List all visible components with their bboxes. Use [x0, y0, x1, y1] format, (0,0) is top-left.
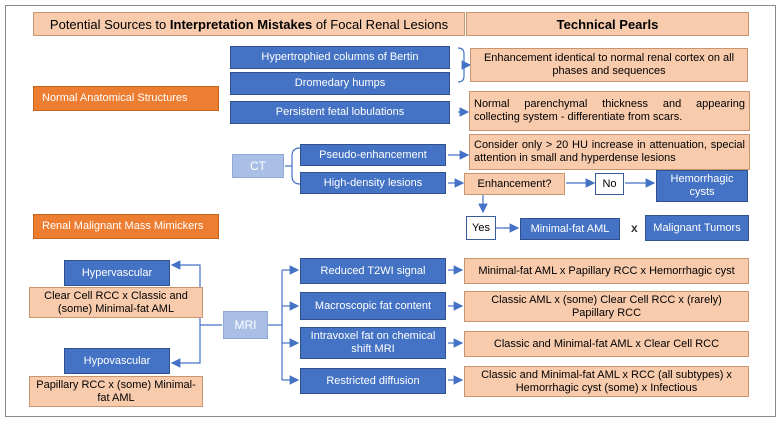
brace-bertin — [457, 47, 465, 83]
pearl-hu: Consider only > 20 HU increase in attenu… — [469, 134, 750, 170]
ct-malignant: Malignant Tumors — [645, 215, 749, 241]
mri-hyper-result: Clear Cell RCC x Classic and (some) Mini… — [29, 287, 203, 318]
ct-minimal-fat: Minimal-fat AML — [520, 218, 620, 240]
pearl-parenchymal: Normal parenchymal thickness and appeari… — [469, 91, 750, 131]
ct-yes: Yes — [466, 216, 496, 240]
ct-high-density: High-density lesions — [300, 172, 446, 194]
ct-no: No — [595, 173, 624, 195]
mri-hypervascular: Hypervascular — [64, 260, 170, 286]
mri-macro: Macroscopic fat content — [300, 292, 446, 320]
item-bertin: Hypertrophied columns of Bertin — [230, 46, 450, 69]
item-fetal: Persistent fetal lobulations — [230, 101, 450, 124]
ct-enhancement: Enhancement? — [464, 173, 565, 195]
pearl-macro: Classic AML x (some) Clear Cell RCC x (r… — [464, 291, 749, 322]
mri-diffusion: Restricted diffusion — [300, 368, 446, 394]
diagram-frame — [5, 5, 776, 417]
category-normal: Normal Anatomical Structures — [33, 86, 219, 111]
item-dromedary: Dromedary humps — [230, 72, 450, 95]
header-left-suffix: of Focal Renal Lesions — [312, 16, 449, 32]
pearl-intravoxel: Classic and Minimal-fat AML x Clear Cell… — [464, 331, 749, 357]
mri-hypo-result: Papillary RCC x (some) Minimal-fat AML — [29, 376, 203, 407]
mri-t2: Reduced T2WI signal — [300, 258, 446, 284]
header-right: Technical Pearls — [466, 12, 749, 36]
ct-node: CT — [232, 154, 284, 178]
header-left-bold: Interpretation Mistakes — [169, 16, 313, 32]
mri-hypovascular: Hypovascular — [64, 348, 170, 374]
ct-hemorrhagic: Hemorrhagic cysts — [656, 170, 748, 202]
header-left-prefix: Potential Sources to — [49, 16, 170, 32]
category-mimickers: Renal Malignant Mass Mimickers — [33, 214, 219, 239]
mri-node: MRI — [223, 311, 268, 339]
pearl-diffusion: Classic and Minimal-fat AML x RCC (all s… — [464, 366, 749, 397]
mri-intravoxel: Intravoxel fat on chemical shift MRI — [300, 327, 446, 359]
header-right-text: Technical Pearls — [556, 16, 659, 32]
pearl-t2: Minimal-fat AML x Papillary RCC x Hemorr… — [464, 258, 749, 284]
ct-pseudo: Pseudo-enhancement — [300, 144, 446, 166]
pearl-cortex: Enhancement identical to normal renal co… — [470, 48, 748, 82]
header-left: Potential Sources to Interpretation Mist… — [33, 12, 465, 36]
ct-x-mark: x — [631, 221, 638, 235]
